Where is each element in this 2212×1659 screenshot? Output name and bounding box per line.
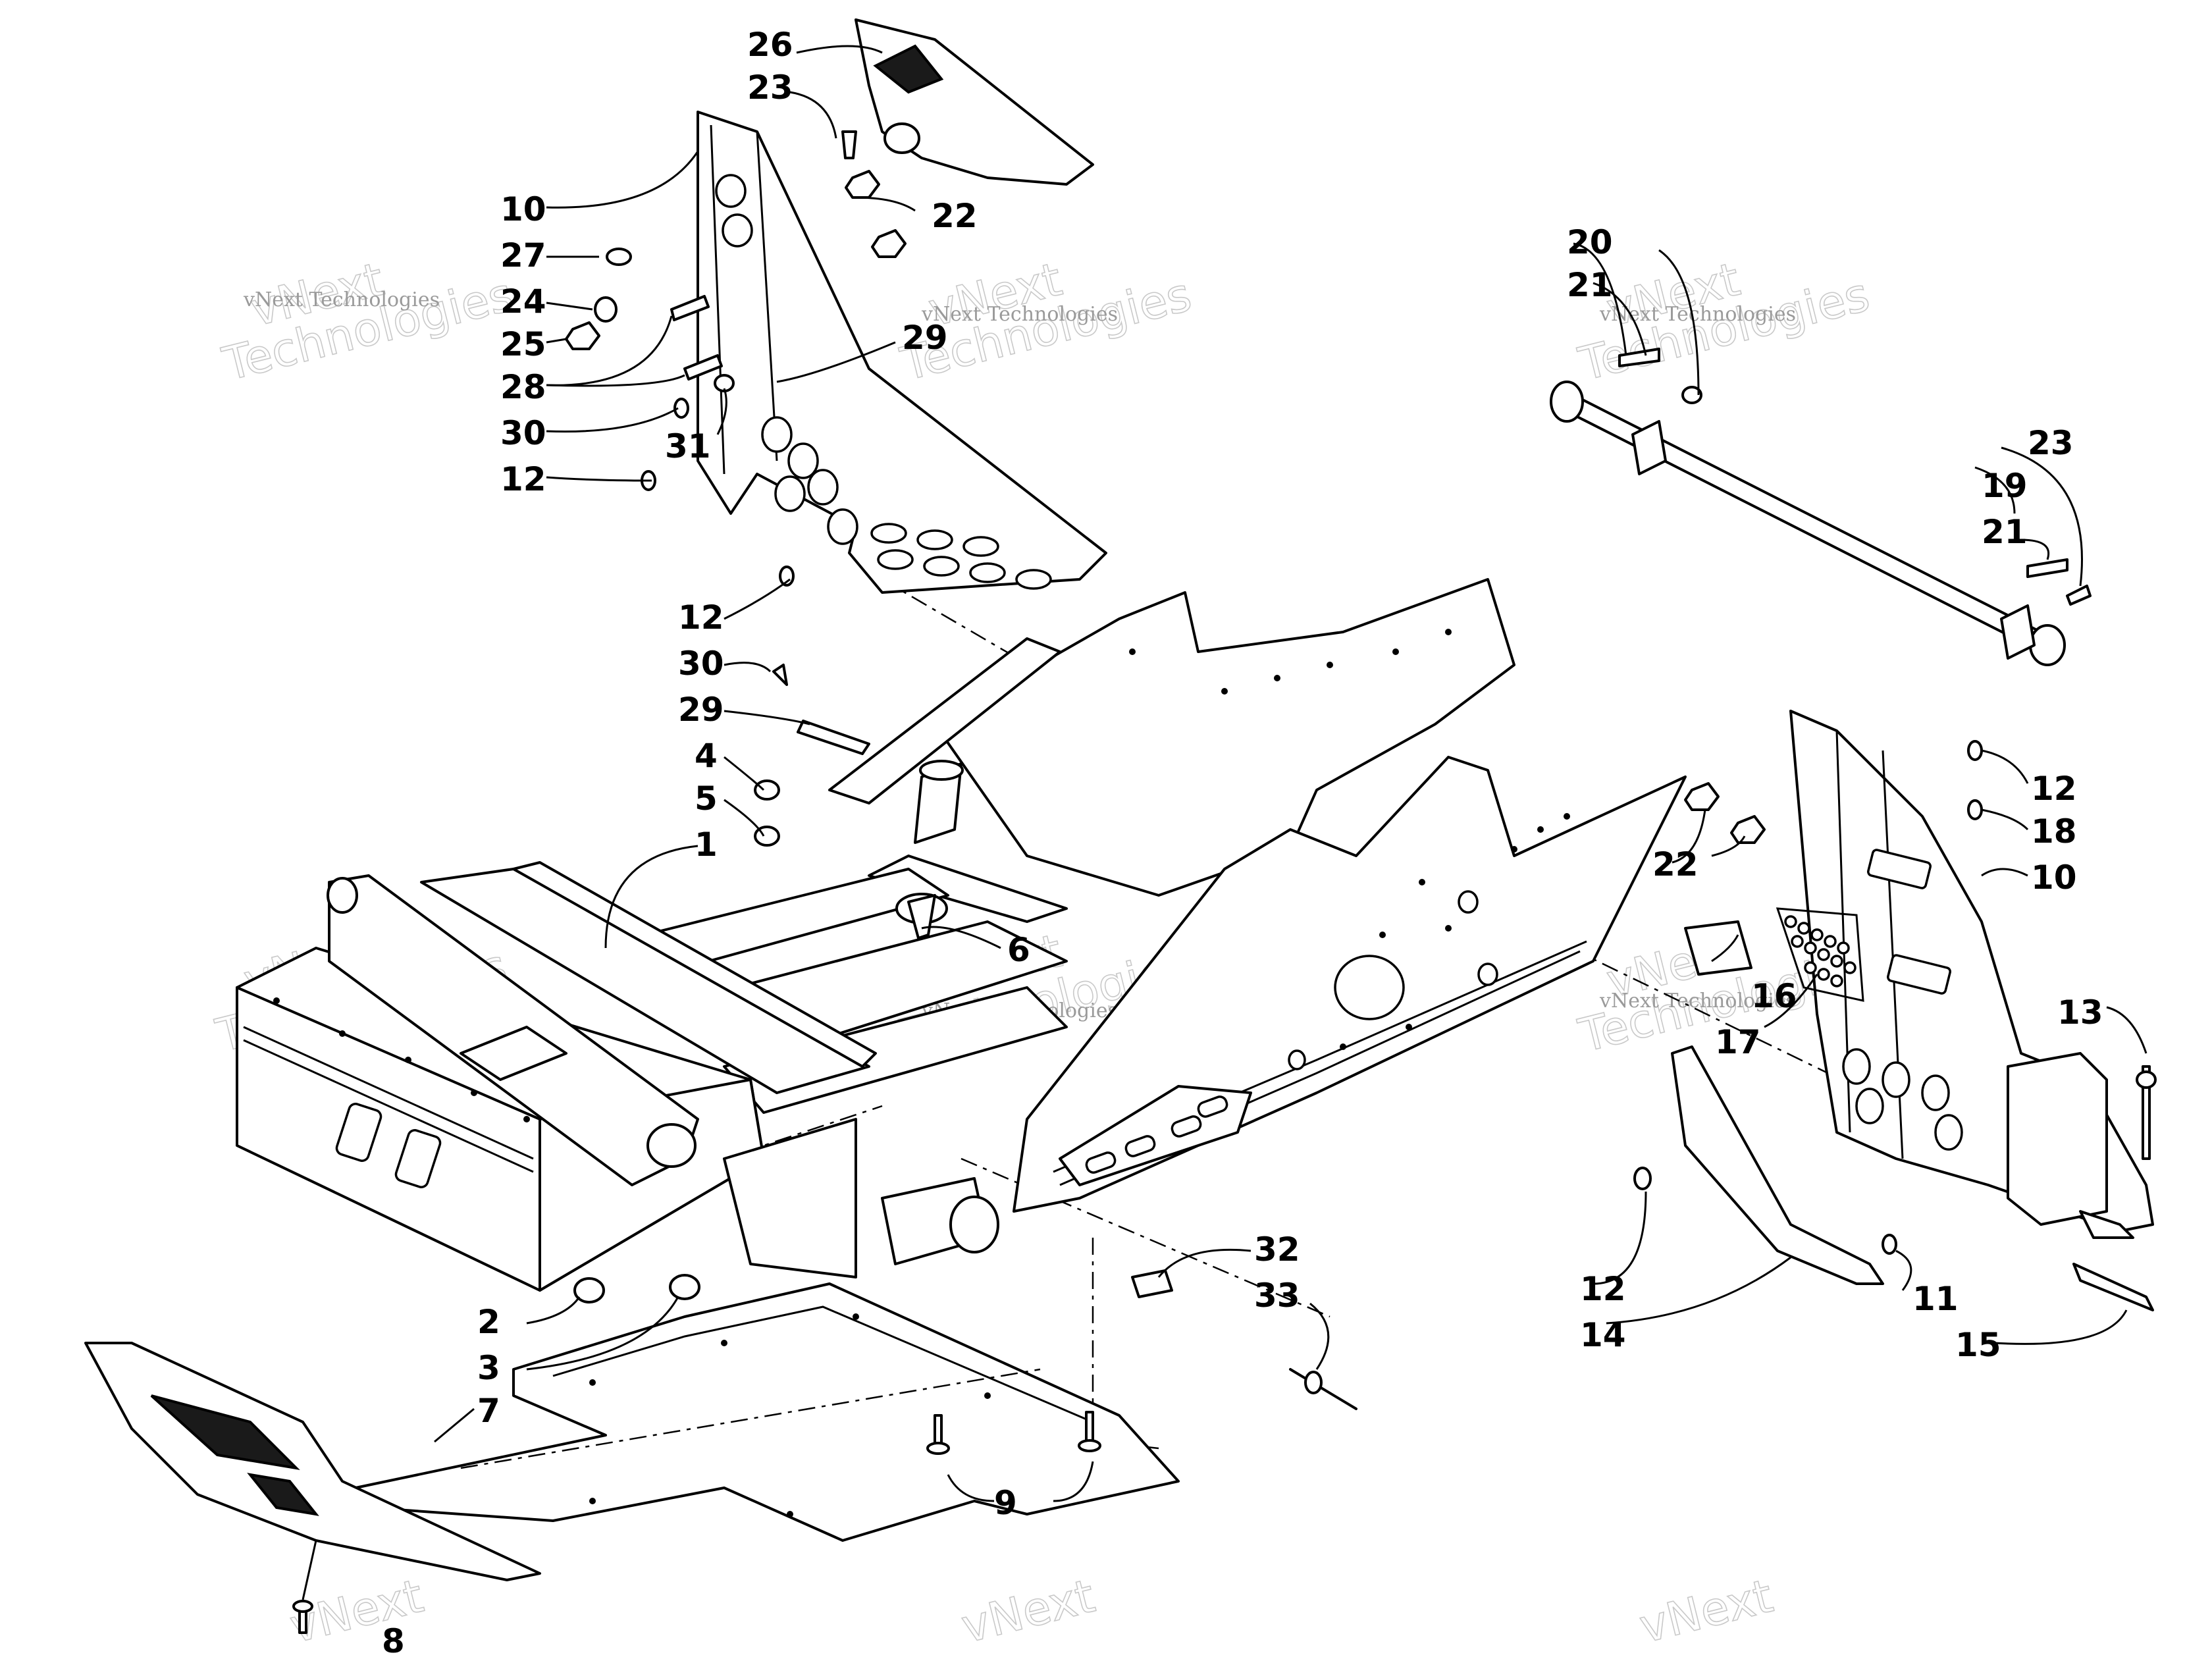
right-side-panel (1776, 710, 2154, 1239)
bolt-21 (1618, 348, 1660, 367)
callout-9: 9 (994, 1484, 1017, 1522)
bolt-21 (2026, 558, 2068, 578)
bolt-28 (670, 295, 710, 321)
callout-22: 22 (932, 197, 978, 235)
bushing-2 (573, 1277, 605, 1304)
nut-22 (1684, 782, 1720, 811)
fastener-33 (1289, 1368, 1357, 1410)
callout-25: 25 (500, 325, 546, 363)
callout-1: 1 (695, 826, 718, 864)
rivet-12 (1967, 740, 1983, 761)
chassis-top-rail (828, 637, 1061, 804)
watermark-small-text: vNext Technologies (921, 303, 1118, 326)
callout-labels: 26 23 10 22 27 24 25 29 28 30 31 12 12 3… (382, 26, 2103, 1659)
rivet-holes (273, 629, 1570, 1122)
callout-28: 28 (500, 368, 546, 406)
nut-22 (1730, 815, 1766, 844)
callout-27: 27 (500, 236, 546, 275)
nut-22 (871, 229, 907, 258)
washer-20 (1681, 386, 1702, 404)
callout-12: 12 (678, 598, 724, 637)
callout-21: 21 (1567, 266, 1613, 304)
rivet-13 (2142, 1065, 2151, 1160)
front-skid-plate (84, 1342, 541, 1581)
callout-12: 12 (1580, 1270, 1626, 1308)
callout-11: 11 (1912, 1280, 1959, 1318)
callout-12: 12 (500, 460, 546, 498)
bolt-23 (841, 130, 857, 159)
rivet-12 (1633, 1167, 1652, 1190)
callout-21: 21 (1982, 513, 2028, 551)
screw-9 (1085, 1411, 1094, 1443)
callout-3: 3 (477, 1349, 500, 1387)
callout-13: 13 (2057, 993, 2103, 1032)
callout-8: 8 (382, 1622, 405, 1659)
bushing-6 (907, 894, 936, 939)
bolt-27 (606, 248, 632, 266)
chassis-frame (236, 578, 1687, 1292)
steering-support-top (697, 111, 1107, 594)
watermark-line1: vNext (956, 1569, 1099, 1654)
callout-24: 24 (500, 282, 546, 321)
watermark-small-text: vNext Technologies (243, 288, 440, 311)
side-wall-large-hole (1334, 955, 1405, 1020)
steering-cover (855, 18, 1094, 186)
nut-22 (845, 170, 880, 199)
bolt-28 (683, 354, 723, 381)
chassis-rear-side-wall (934, 578, 1515, 897)
floor-pan (354, 1282, 1180, 1542)
rivet-12 (779, 566, 795, 587)
rivet-11 (1882, 1234, 1897, 1255)
hardware (292, 130, 2157, 1634)
screw-9 (934, 1414, 943, 1446)
callout-19: 19 (1982, 467, 2028, 505)
callout-29: 29 (678, 691, 724, 729)
callout-16: 16 (1751, 977, 1797, 1015)
callout-12: 12 (2031, 770, 2077, 808)
brackets (1671, 920, 2154, 1311)
steering-tube (1550, 381, 2066, 666)
bushing-3 (669, 1274, 700, 1300)
callout-22: 22 (1652, 845, 1698, 883)
clip-32 (1131, 1269, 1173, 1298)
callout-26: 26 (747, 26, 793, 64)
watermark-line1: vNext (1634, 1569, 1778, 1654)
bracket-15 (2072, 1263, 2154, 1311)
bolt-23 (2066, 585, 2092, 606)
bracket-16 (1684, 920, 1752, 976)
callout-5: 5 (695, 779, 718, 818)
callout-17: 17 (1715, 1023, 1761, 1061)
callout-10: 10 (500, 190, 546, 228)
callout-10: 10 (2031, 858, 2077, 897)
callout-2: 2 (477, 1303, 500, 1341)
callout-23: 23 (747, 68, 793, 107)
callout-32: 32 (1254, 1230, 1300, 1269)
callout-7: 7 (477, 1392, 500, 1430)
bushing-4 (754, 779, 780, 801)
callout-6: 6 (1007, 931, 1030, 969)
callout-4: 4 (695, 737, 718, 775)
callout-18: 18 (2031, 812, 2077, 851)
callout-23: 23 (2028, 424, 2074, 462)
pin-29 (797, 720, 870, 755)
callout-29: 29 (902, 319, 948, 357)
washer-24 (594, 296, 618, 323)
callout-33: 33 (1254, 1277, 1300, 1315)
callout-30: 30 (678, 645, 724, 683)
callout-30: 30 (500, 414, 546, 452)
callout-14: 14 (1580, 1316, 1626, 1354)
nut-25 (565, 321, 600, 350)
watermark-small-text: vNext Technologies (1599, 989, 1796, 1013)
vent-mesh (1784, 915, 1856, 988)
callout-31: 31 (665, 427, 711, 465)
rivet-30 (673, 398, 689, 419)
callout-20: 20 (1567, 223, 1613, 261)
rivet-18 (1967, 799, 1983, 820)
bracket-14 (1671, 1045, 1884, 1285)
watermark-small-text: vNext Technologies (1599, 303, 1796, 326)
callout-15: 15 (1955, 1326, 2001, 1364)
leader-lines (302, 45, 2147, 1600)
